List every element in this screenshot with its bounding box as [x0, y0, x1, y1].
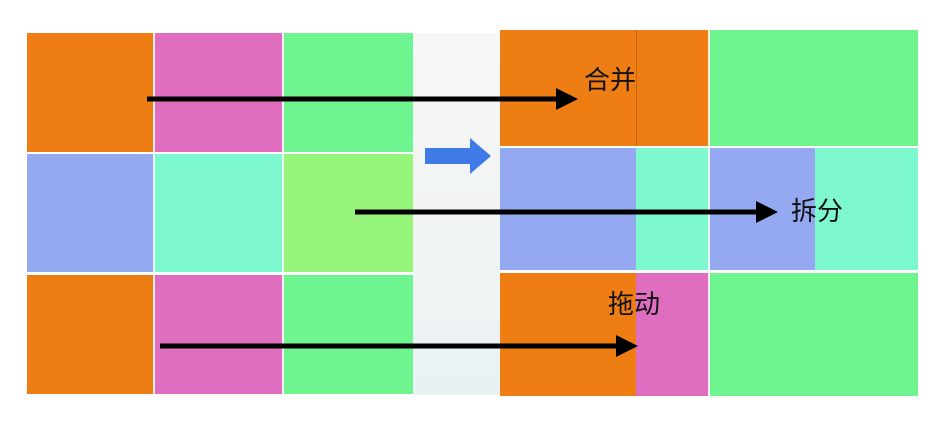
left-cell-r1c3: [283, 33, 413, 152]
right-cell-r2-aqua-b: [815, 148, 918, 270]
drag-label: 拖动: [608, 290, 661, 320]
left-cell-r3c3: [283, 275, 413, 394]
drag-arrow: [160, 335, 638, 357]
merge-seam: [636, 30, 637, 146]
split-label: 拆分: [791, 197, 844, 227]
left-grid-line: [27, 272, 413, 275]
right-cell-r1-green: [709, 30, 918, 146]
left-cell-r2c1: [27, 154, 154, 272]
right-cell-r3-green: [709, 273, 918, 396]
right-cell-r2-aqua-a: [636, 148, 709, 270]
right-cell-r2-blue-a: [500, 148, 636, 270]
right-cell-r3-orange: [500, 273, 636, 396]
left-cell-r1c2: [154, 33, 283, 152]
right-cell-r3-magenta: [636, 273, 709, 396]
left-cell-r1c1: [27, 33, 154, 152]
right-cell-merged: [500, 30, 709, 146]
left-cell-r3c1: [27, 275, 154, 394]
left-grid-line: [153, 33, 155, 394]
left-grid-line: [27, 152, 413, 154]
merge-label: 合并: [584, 66, 637, 96]
right-arrow-icon: [425, 138, 491, 174]
split-arrow: [355, 201, 778, 223]
merge-arrow: [147, 88, 578, 110]
left-cell-r3c2: [154, 275, 283, 394]
left-grid-line: [282, 33, 284, 394]
left-cell-r2c2: [154, 154, 283, 272]
